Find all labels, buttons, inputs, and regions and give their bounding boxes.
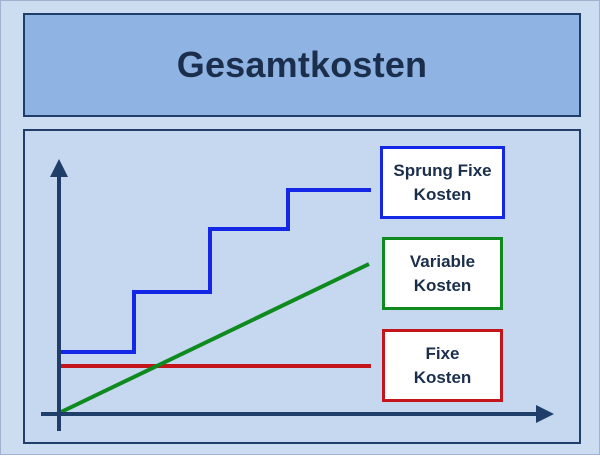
- title-banner: Gesamtkosten: [23, 13, 581, 117]
- legend-sprung-fixe-kosten: Sprung Fixe Kosten: [380, 146, 505, 219]
- legend-fixe-kosten: Fixe Kosten: [382, 329, 503, 402]
- x-axis-arrowhead: [536, 405, 554, 423]
- legend-variable-line-1: Variable: [409, 251, 476, 271]
- legend-sprung-line-2: Kosten: [413, 184, 472, 204]
- legend-variable-line-2: Kosten: [413, 275, 472, 295]
- legend-variable-kosten: Variable Kosten: [382, 237, 503, 310]
- page-title: Gesamtkosten: [176, 44, 428, 85]
- variable-kosten-line: [58, 262, 370, 415]
- sprung-fixe-kosten-line: [61, 188, 371, 354]
- y-axis-arrowhead: [50, 159, 68, 177]
- legend-sprung-line-1: Sprung Fixe: [393, 160, 492, 180]
- legend-fixe-line-2: Kosten: [413, 367, 472, 387]
- legend-fixe-line-1: Fixe: [425, 343, 460, 363]
